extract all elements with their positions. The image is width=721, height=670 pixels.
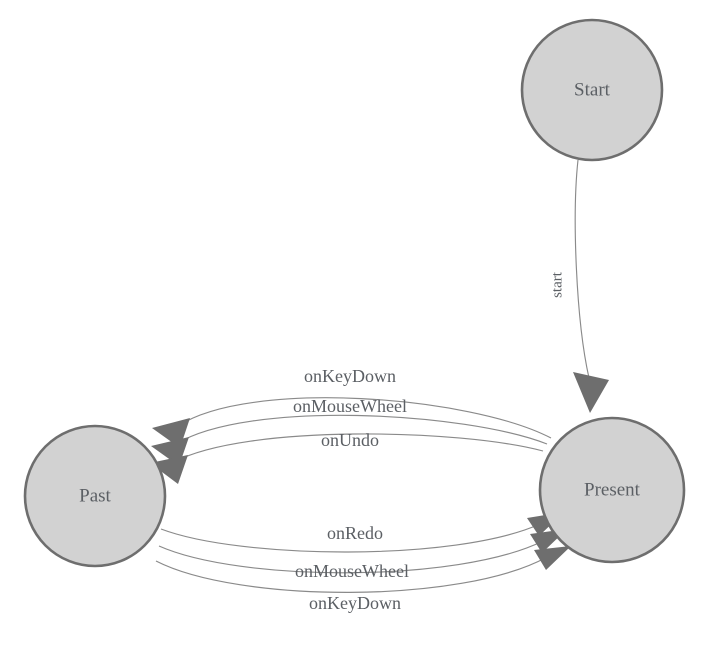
node-past-label: Past <box>79 485 111 506</box>
edge-past-present-redo[interactable]: onRedo <box>160 512 564 553</box>
edge-past-present-keydown-arrowhead <box>534 546 571 570</box>
node-start-label: Start <box>574 79 611 100</box>
node-start-circle <box>520 18 664 162</box>
edge-start[interactable]: start <box>549 159 609 413</box>
edge-past-present-mousewheel-label: onMouseWheel <box>295 561 409 581</box>
edge-present-past-undo-label: onUndo <box>321 430 379 450</box>
edge-present-past-mousewheel-label: onMouseWheel <box>293 396 407 416</box>
edge-start-arrowhead <box>573 372 609 413</box>
edge-present-past-keydown-path <box>177 397 552 439</box>
edge-past-present-mousewheel-path <box>158 540 544 574</box>
node-present-label: Present <box>584 479 641 500</box>
node-present[interactable]: Present <box>538 416 686 564</box>
edge-present-past-undo[interactable]: onUndo <box>150 430 544 484</box>
node-past-circle <box>23 424 167 568</box>
edge-past-present-redo-label: onRedo <box>327 523 383 543</box>
edge-past-present-keydown-label: onKeyDown <box>309 593 401 613</box>
edge-present-past-keydown-label: onKeyDown <box>304 366 396 386</box>
edge-present-past-undo-path <box>173 433 544 463</box>
node-start[interactable]: Start <box>520 18 664 162</box>
edge-present-past-mousewheel-path <box>175 414 548 445</box>
node-past[interactable]: Past <box>23 424 167 568</box>
node-present-circle <box>538 416 686 564</box>
edge-start-label: start <box>549 271 565 298</box>
edge-start-path <box>574 159 590 379</box>
edge-past-present-mousewheel[interactable]: onMouseWheel <box>158 529 567 581</box>
edge-past-present-redo-path <box>160 523 541 553</box>
edge-present-past-undo-arrowhead <box>150 455 188 484</box>
edge-past-present-keydown[interactable]: onKeyDown <box>155 546 571 613</box>
edge-past-present-keydown-path <box>155 556 548 593</box>
